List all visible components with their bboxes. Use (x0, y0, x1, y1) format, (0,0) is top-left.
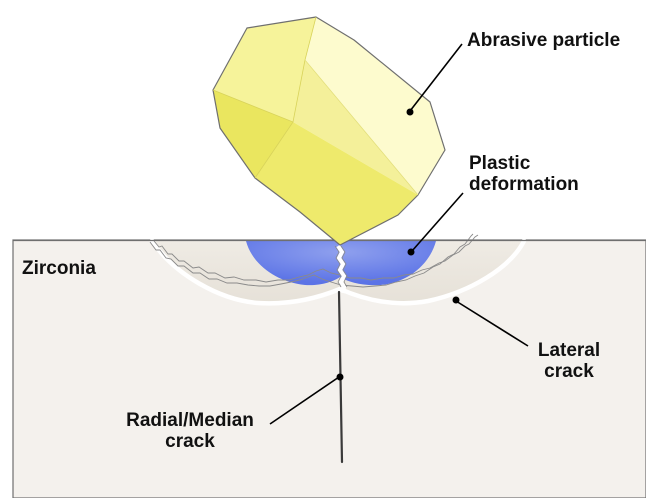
lateral-crack-label-line1: Lateral (528, 340, 610, 361)
abrasive-particle-label: Abrasive particle (467, 30, 620, 51)
radial-median-crack-label-line1: Radial/Median (110, 410, 270, 431)
zirconia-label: Zirconia (22, 258, 96, 279)
radial-median-crack-label-line2: crack (110, 431, 270, 452)
radial-median-crack-label: Radial/Median crack (110, 410, 270, 452)
lateral-crack-label: Lateral crack (528, 340, 610, 382)
plastic-deformation-label: Plastic deformation (469, 153, 579, 195)
plastic-deformation-label-line1: Plastic (469, 153, 579, 174)
lateral-crack-label-line2: crack (528, 361, 610, 382)
abrasive-particle (213, 17, 445, 245)
plastic-deformation-label-line2: deformation (469, 174, 579, 195)
leader-abrasive-particle (407, 44, 463, 116)
